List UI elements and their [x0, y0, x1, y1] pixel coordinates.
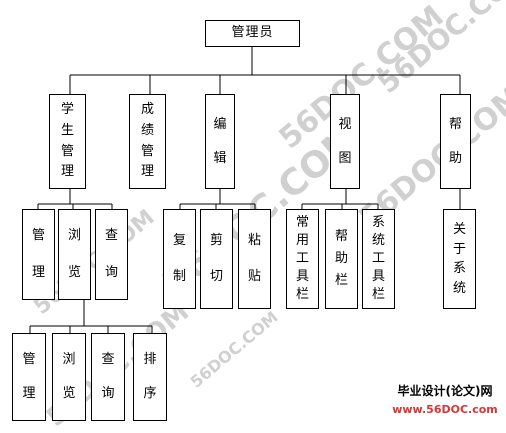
- node-student-mgmt: 学生管理: [49, 94, 86, 189]
- node-label: 粘贴: [247, 232, 261, 284]
- node-help: 帮助: [440, 94, 471, 189]
- site-stamp: 毕业设计(论文)网 www.56DOC.com: [386, 381, 504, 421]
- node-label: 学生管理: [60, 101, 74, 180]
- node-label: 排序: [143, 352, 157, 401]
- node-about-system: 关于系统: [443, 209, 476, 309]
- node-label: 编辑: [213, 116, 227, 166]
- node-bottom-sort: 排序: [133, 333, 167, 421]
- node-paste: 粘贴: [238, 209, 271, 309]
- stamp-title: 毕业设计(论文)网: [397, 384, 493, 398]
- node-label: 帮助: [448, 116, 462, 166]
- node-label: 查询: [101, 352, 115, 401]
- node-common-toolbar: 常用工具栏: [286, 209, 319, 309]
- node-label: 视图: [338, 116, 352, 166]
- node-label: 剪切: [209, 232, 223, 284]
- connector-lines: [29, 47, 461, 333]
- node-sm-browse: 浏览: [58, 209, 91, 300]
- node-sm-manage: 管理: [22, 209, 55, 300]
- node-label: 系统工具栏: [371, 214, 385, 303]
- node-label: 管理员: [231, 25, 274, 41]
- node-label: 复制: [172, 232, 186, 284]
- node-sm-query: 查询: [95, 209, 128, 300]
- node-label: 管理: [31, 228, 45, 280]
- node-view: 视图: [330, 94, 360, 189]
- node-label: 关于系统: [452, 222, 466, 296]
- node-root: 管理员: [205, 20, 300, 47]
- node-label: 成绩管理: [140, 101, 154, 180]
- node-bottom-query: 查询: [91, 333, 125, 421]
- node-system-toolbar: 系统工具栏: [362, 209, 395, 309]
- node-label: 查询: [104, 228, 118, 280]
- node-label: 帮助栏: [334, 228, 348, 289]
- node-bottom-manage: 管理: [12, 333, 46, 421]
- node-label: 浏览: [67, 228, 81, 280]
- node-bottom-browse: 浏览: [52, 333, 86, 421]
- node-label: 浏览: [62, 352, 76, 401]
- node-help-bar: 帮助栏: [325, 209, 358, 309]
- stamp-url: www.56DOC.com: [392, 403, 498, 416]
- node-label: 管理: [22, 352, 36, 401]
- node-copy: 复制: [163, 209, 196, 309]
- node-edit: 编辑: [205, 94, 235, 189]
- node-cut: 剪切: [200, 209, 233, 309]
- node-label: 常用工具栏: [295, 214, 309, 303]
- node-grade-mgmt: 成绩管理: [129, 94, 166, 189]
- org-chart: 56DOC.COM 56DOC.COM 56DOC.COM 56DOC.COM …: [12, 0, 506, 433]
